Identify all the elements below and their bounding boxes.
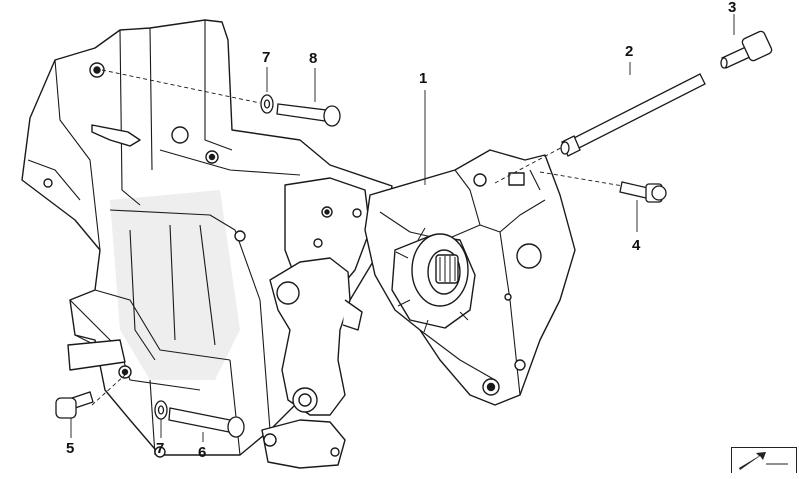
housing-left-shade [110, 190, 240, 380]
callout-6: 6 [198, 444, 207, 461]
lower-foot [261, 419, 346, 469]
bolt-part-8 [276, 103, 341, 127]
washer-part-7-lower [154, 400, 168, 420]
callout-7-lower: 7 [156, 440, 165, 457]
mount-plate [67, 339, 126, 371]
bolt-part-3 [720, 30, 773, 69]
catalog-badge [731, 447, 797, 473]
bolt-part-4 [619, 181, 667, 203]
callout-5: 5 [66, 440, 75, 457]
catalog-arrow-icon [739, 452, 788, 470]
callout-3: 3 [728, 0, 737, 16]
washer-part-7-upper [260, 94, 274, 114]
housing-lever [91, 124, 141, 147]
bolt-part-2 [560, 73, 706, 157]
callout-1: 1 [419, 70, 428, 87]
screw-part-5 [55, 391, 94, 419]
callout-4: 4 [632, 237, 641, 254]
bolt-part-6 [168, 407, 245, 438]
callout-8: 8 [309, 50, 318, 67]
callout-7-upper: 7 [262, 49, 271, 66]
callout-2: 2 [625, 43, 634, 60]
